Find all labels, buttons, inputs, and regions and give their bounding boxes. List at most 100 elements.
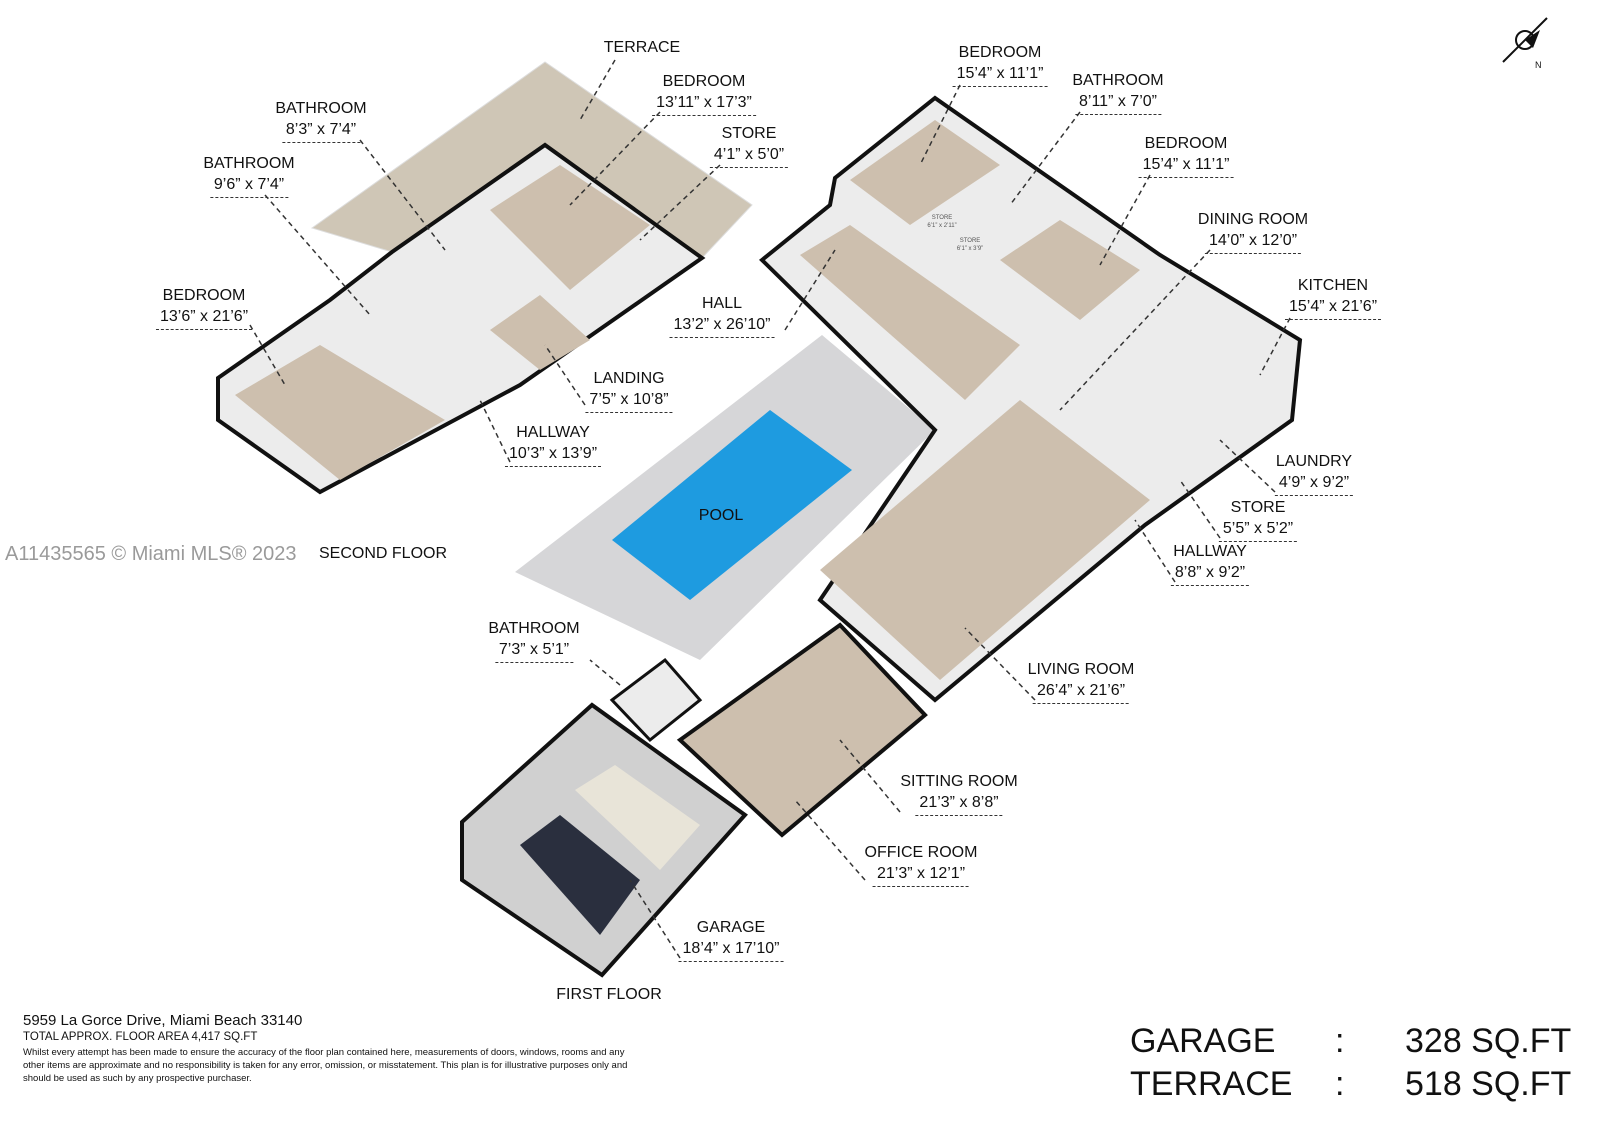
total-floor-area: TOTAL APPROX. FLOOR AREA 4,417 SQ.FT	[23, 1031, 258, 1043]
room-dimensions: 26’4” x 21’6”	[1032, 681, 1130, 704]
room-name: SITTING ROOM	[900, 773, 1018, 790]
compass-label: N	[1535, 60, 1542, 70]
compass-north-arrow: N	[1495, 10, 1555, 80]
room-name: LANDING	[593, 370, 665, 387]
office-wing	[676, 622, 928, 838]
room-name: BATHROOM	[203, 155, 295, 172]
room-dimensions: 18’4” x 17’10”	[678, 939, 784, 962]
room-name: STORE	[959, 238, 981, 244]
room-name: BEDROOM	[1144, 135, 1228, 152]
room-name: POOL	[698, 507, 744, 524]
room-name: HALLWAY	[516, 424, 590, 441]
room-dimensions: 4’9” x 9’2”	[1274, 473, 1354, 496]
room-name: DINING ROOM	[1197, 211, 1309, 228]
room-name: STORE	[1230, 499, 1286, 516]
second-floor-landing	[490, 295, 590, 370]
room-label-kitchen: KITCHEN 15’4” x 21’6”	[1284, 276, 1382, 320]
address: 5959 La Gorce Drive, Miami Beach 33140	[23, 1012, 303, 1029]
area-separator: :	[1335, 1022, 1345, 1060]
garage	[460, 702, 748, 978]
room-label-laundry: LAUNDRY 4’9” x 9’2”	[1274, 452, 1354, 496]
room-dimensions: 8’11” x 7’0”	[1075, 92, 1161, 115]
room-dimensions: 8’3” x 7’4”	[281, 120, 361, 143]
area-value: 518 SQ.FT	[1405, 1065, 1572, 1103]
room-name: STORE	[931, 215, 953, 221]
pool	[612, 410, 852, 600]
room-name: BEDROOM	[958, 44, 1042, 61]
room-dimensions: 7’5” x 10’8”	[585, 390, 673, 413]
room-label-pool: POOL	[699, 506, 743, 527]
room-dimensions: 5’5” x 5’2”	[1218, 519, 1298, 542]
area-name: GARAGE	[1130, 1022, 1276, 1060]
room-label-garage: GARAGE 18’4” x 17’10”	[678, 918, 784, 962]
room-label-store: STORE 4’1” x 5’0”	[709, 124, 789, 168]
room-name: BEDROOM	[662, 73, 746, 90]
mls-watermark: A11435565 © Miami MLS® 2023	[5, 543, 297, 565]
room-dimensions: 9’6” x 7’4”	[209, 175, 289, 198]
disclaimer: Whilst every attempt has been made to en…	[23, 1047, 628, 1084]
room-dimensions: 6’1” x 2’11”	[927, 222, 957, 229]
second-floor-bedroom	[235, 345, 445, 480]
room-label-bathroom: BATHROOM 8’11” x 7’0”	[1072, 71, 1164, 115]
room-label-office-room: OFFICE ROOM 21’3” x 12’1”	[864, 843, 978, 887]
second-floor-title: SECOND FLOOR	[318, 545, 448, 562]
room-label-bathroom: BATHROOM 9’6” x 7’4”	[203, 154, 295, 198]
room-name: STORE	[721, 125, 777, 142]
room-dimensions: 10’3” x 13’9”	[504, 444, 602, 467]
property-info: 5959 La Gorce Drive, Miami Beach 33140 T…	[23, 1012, 643, 1085]
bathroom-small	[609, 657, 703, 743]
first-floor-title: FIRST FLOOR	[556, 986, 662, 1003]
area-name: TERRACE	[1130, 1065, 1293, 1103]
room-label-dining-room: DINING ROOM 14’0” x 12’0”	[1198, 210, 1308, 254]
room-dimensions: 13’6” x 21’6”	[155, 307, 253, 330]
room-dimensions: 4’1” x 5’0”	[709, 145, 789, 168]
hall-floor	[800, 225, 1020, 400]
room-dimensions: 8’8” x 9’2”	[1170, 563, 1250, 586]
room-name: HALLWAY	[1173, 543, 1247, 560]
room-label-terrace: TERRACE	[604, 38, 680, 59]
room-dimensions: 14’0” x 12’0”	[1204, 231, 1302, 254]
room-dimensions: 15’4” x 21’6”	[1284, 297, 1382, 320]
room-label-bedroom: BEDROOM 13’11” x 17’3”	[652, 72, 756, 116]
room-dimensions: 6’1” x 3’9”	[956, 245, 984, 252]
area-separator: :	[1335, 1065, 1345, 1103]
area-summary: GARAGE: 328 SQ.FT TERRACE: 518 SQ.FT	[1130, 1020, 1600, 1106]
area-row-terrace: TERRACE: 518 SQ.FT	[1130, 1063, 1600, 1106]
leader-lines	[249, 59, 1291, 959]
room-name: LIVING ROOM	[1027, 661, 1135, 678]
living-floor	[820, 400, 1150, 680]
room-name: TERRACE	[603, 39, 681, 56]
room-name: LAUNDRY	[1275, 453, 1353, 470]
room-name: BATHROOM	[275, 100, 367, 117]
area-row-garage: GARAGE: 328 SQ.FT	[1130, 1020, 1600, 1063]
room-label-bedroom: BEDROOM 15’4” x 11’1”	[952, 43, 1048, 87]
room-label-landing: LANDING 7’5” x 10’8”	[585, 369, 673, 413]
room-name: OFFICE ROOM	[864, 844, 978, 861]
room-name: GARAGE	[696, 919, 766, 936]
car-light	[575, 765, 700, 870]
room-name: BEDROOM	[162, 287, 246, 304]
room-label-bedroom: BEDROOM 13’6” x 21’6”	[155, 286, 253, 330]
room-name: KITCHEN	[1297, 277, 1369, 294]
room-dimensions: 21’3” x 12’1”	[872, 864, 970, 887]
room-dimensions: 13’11” x 17’3”	[652, 93, 756, 116]
car-dark	[520, 815, 640, 935]
room-name: HALL	[701, 295, 743, 312]
second-floor-master	[490, 165, 650, 290]
bedroom-floor-1	[850, 120, 1000, 225]
room-label-hallway: HALLWAY 10’3” x 13’9”	[504, 423, 602, 467]
room-name: BATHROOM	[488, 620, 580, 637]
bedroom-floor-2	[1000, 220, 1140, 320]
area-value: 328 SQ.FT	[1405, 1022, 1572, 1060]
room-label-hallway: HALLWAY 8’8” x 9’2”	[1170, 542, 1250, 586]
room-dimensions: 21’3” x 8’8”	[915, 793, 1003, 816]
room-dimensions: 13’2” x 26’10”	[669, 315, 775, 338]
room-label-sitting-room: SITTING ROOM 21’3” x 8’8”	[900, 772, 1018, 816]
room-name: BATHROOM	[1072, 72, 1164, 89]
room-label-bathroom: BATHROOM 8’3” x 7’4”	[275, 99, 367, 143]
room-dimensions: 15’4” x 11’1”	[952, 64, 1048, 87]
